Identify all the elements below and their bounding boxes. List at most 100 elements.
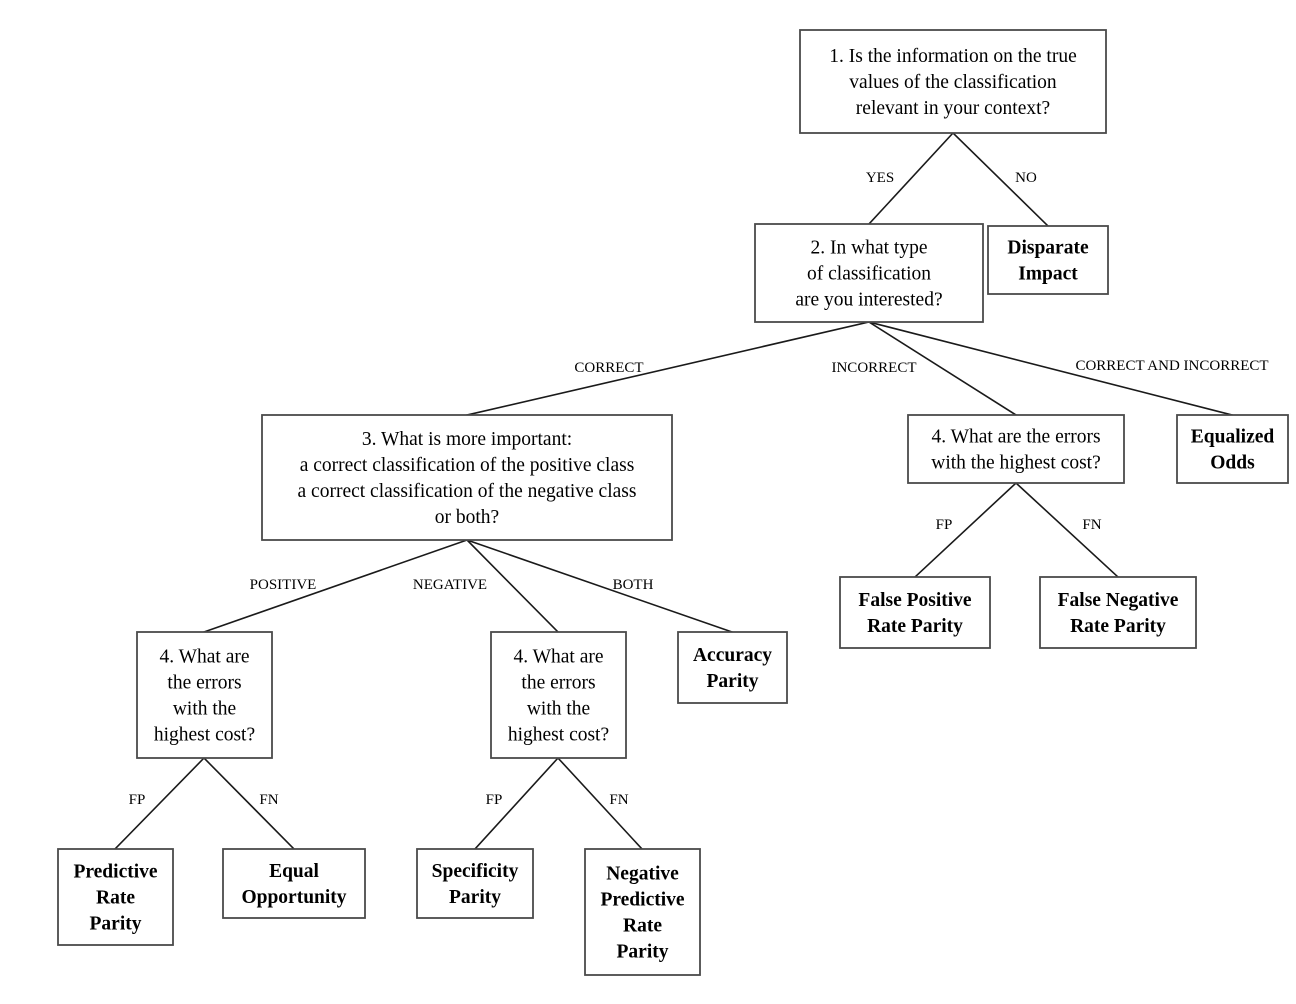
node-text-false-positive-rate-parity-line-0: False Positive	[858, 590, 972, 611]
node-text-equal-opportunity-line-0: Equal	[269, 861, 319, 882]
node-text-q2-line-2: are you interested?	[795, 290, 942, 311]
edge-label-yes: YES	[866, 170, 894, 186]
node-text-q4-negative-line-3: highest cost?	[508, 725, 609, 746]
edge-label-fp: FP	[129, 792, 146, 808]
node-box-equal-opportunity	[222, 848, 366, 919]
node-box-equalized-odds	[1176, 414, 1289, 484]
node-box-q4-incorrect	[907, 414, 1125, 484]
edge-label-no: NO	[1015, 170, 1037, 186]
node-text-q2-line-0: 2. In what type	[811, 238, 928, 259]
node-q4-incorrect[interactable]: 4. What are the errors with the highest c…	[907, 414, 1125, 484]
node-text-false-positive-rate-parity-line-1: Rate Parity	[867, 616, 963, 637]
node-text-q4-positive-line-3: highest cost?	[154, 725, 255, 746]
node-box-disparate-impact	[987, 225, 1109, 295]
node-text-q4-incorrect-line-0: 4. What are the errors	[931, 427, 1100, 448]
node-text-false-negative-rate-parity-line-0: False Negative	[1058, 590, 1179, 611]
node-box-specificity-parity	[416, 848, 534, 919]
edge-q2-to-equalized-odds	[868, 321, 1233, 416]
node-box-q4-negative	[490, 631, 627, 759]
node-text-q4-negative-line-0: 4. What are	[513, 647, 603, 668]
edge-label-fp: FP	[486, 792, 503, 808]
node-text-q3-line-3: or both?	[435, 507, 499, 528]
node-box-false-positive-rate-parity	[839, 576, 991, 649]
edge-label-fn: FN	[259, 792, 278, 808]
node-text-q1-line-0: 1. Is the information on the true	[829, 46, 1076, 67]
edge-q4-positive-to-predictive-rate-parity	[113, 756, 206, 851]
edge-q3-to-q4-positive	[202, 538, 469, 634]
node-text-equalized-odds-line-0: Equalized	[1191, 427, 1275, 448]
edge-q3-to-q4-negative	[465, 538, 560, 634]
node-text-q4-positive-line-2: with the	[173, 699, 236, 720]
edge-labels-layer: YES NO CORRECT INCORRECT CORRECT AND INCORRE…	[129, 170, 1269, 808]
node-q3[interactable]: 3. What is more important: a correct clas…	[261, 414, 673, 541]
node-text-specificity-parity-line-0: Specificity	[432, 861, 519, 882]
edge-label-correct-and-incorrect: CORRECT AND INCORRECT	[1075, 358, 1268, 374]
node-q4-positive[interactable]: 4. What are the errors with the highest cos…	[136, 631, 273, 759]
edge-q2-to-q3	[466, 321, 870, 416]
node-text-predictive-rate-parity-line-0: Predictive	[73, 862, 157, 883]
node-text-equal-opportunity-line-1: Opportunity	[241, 887, 346, 908]
edge-label-correct: CORRECT	[574, 360, 643, 376]
edge-label-negative: NEGATIVE	[413, 577, 487, 593]
edge-q2-to-q4-incorrect	[867, 320, 1018, 417]
node-text-negative-predictive-rate-parity-line-1: Predictive	[600, 890, 684, 911]
node-text-q4-negative-line-1: the errors	[521, 673, 595, 694]
edge-label-both: BOTH	[613, 577, 654, 593]
node-text-predictive-rate-parity-line-1: Rate	[96, 888, 135, 909]
node-text-predictive-rate-parity-line-2: Parity	[90, 914, 142, 935]
edge-label-fn: FN	[1082, 517, 1101, 533]
edges-layer	[113, 131, 1233, 851]
edge-label-fn: FN	[609, 792, 628, 808]
node-box-negative-predictive-rate-parity	[584, 848, 701, 976]
node-box-q3	[261, 414, 673, 541]
node-text-equalized-odds-line-1: Odds	[1210, 453, 1255, 474]
node-text-q4-positive-line-0: 4. What are	[159, 647, 249, 668]
nodes-layer: 1. Is the information on the true values …	[57, 29, 1289, 976]
node-text-q3-line-2: a correct classification of the negative…	[298, 481, 637, 502]
node-box-accuracy-parity	[677, 631, 788, 704]
node-text-specificity-parity-line-1: Parity	[449, 887, 501, 908]
node-box-q1	[799, 29, 1107, 134]
edge-label-incorrect: INCORRECT	[831, 360, 916, 376]
node-text-accuracy-parity-line-1: Parity	[707, 671, 759, 692]
edge-q4-negative-to-specificity-parity	[473, 756, 560, 851]
node-q2[interactable]: 2. In what type of classification are you …	[754, 223, 984, 323]
node-text-q2-line-1: of classification	[807, 264, 931, 285]
node-text-q4-negative-line-2: with the	[527, 699, 590, 720]
node-q1[interactable]: 1. Is the information on the true values …	[799, 29, 1107, 134]
node-text-false-negative-rate-parity-line-1: Rate Parity	[1070, 616, 1166, 637]
node-text-accuracy-parity-line-0: Accuracy	[693, 645, 772, 666]
node-text-q4-incorrect-line-1: with the highest cost?	[931, 453, 1101, 474]
edge-q1-to-disparate-impact	[951, 131, 1050, 228]
node-text-q1-line-1: values of the classification	[849, 72, 1057, 93]
edge-q4-incorrect-to-false-negative-rate-parity	[1014, 481, 1120, 579]
edge-label-fp: FP	[936, 517, 953, 533]
node-box-q2	[754, 223, 984, 323]
node-text-negative-predictive-rate-parity-line-3: Parity	[617, 942, 669, 963]
node-text-q4-positive-line-1: the errors	[167, 673, 241, 694]
node-text-q1-line-2: relevant in your context?	[856, 98, 1050, 119]
edge-q4-incorrect-to-false-positive-rate-parity	[913, 481, 1018, 579]
node-q4-negative[interactable]: 4. What are the errors with the highest cos…	[490, 631, 627, 759]
node-text-disparate-impact-line-1: Impact	[1018, 264, 1078, 285]
node-text-q3-line-1: a correct classification of the positive…	[300, 455, 635, 476]
node-box-false-negative-rate-parity	[1039, 576, 1197, 649]
edge-q4-positive-to-equal-opportunity	[202, 756, 296, 851]
node-box-q4-positive	[136, 631, 273, 759]
node-text-disparate-impact-line-0: Disparate	[1007, 238, 1089, 259]
node-text-negative-predictive-rate-parity-line-2: Rate	[623, 916, 662, 937]
node-text-q3-line-0: 3. What is more important:	[362, 429, 572, 450]
edge-q4-negative-to-negative-predictive-rate-parity	[556, 756, 644, 851]
node-box-predictive-rate-parity	[57, 848, 174, 946]
node-text-negative-predictive-rate-parity-line-0: Negative	[606, 864, 679, 885]
